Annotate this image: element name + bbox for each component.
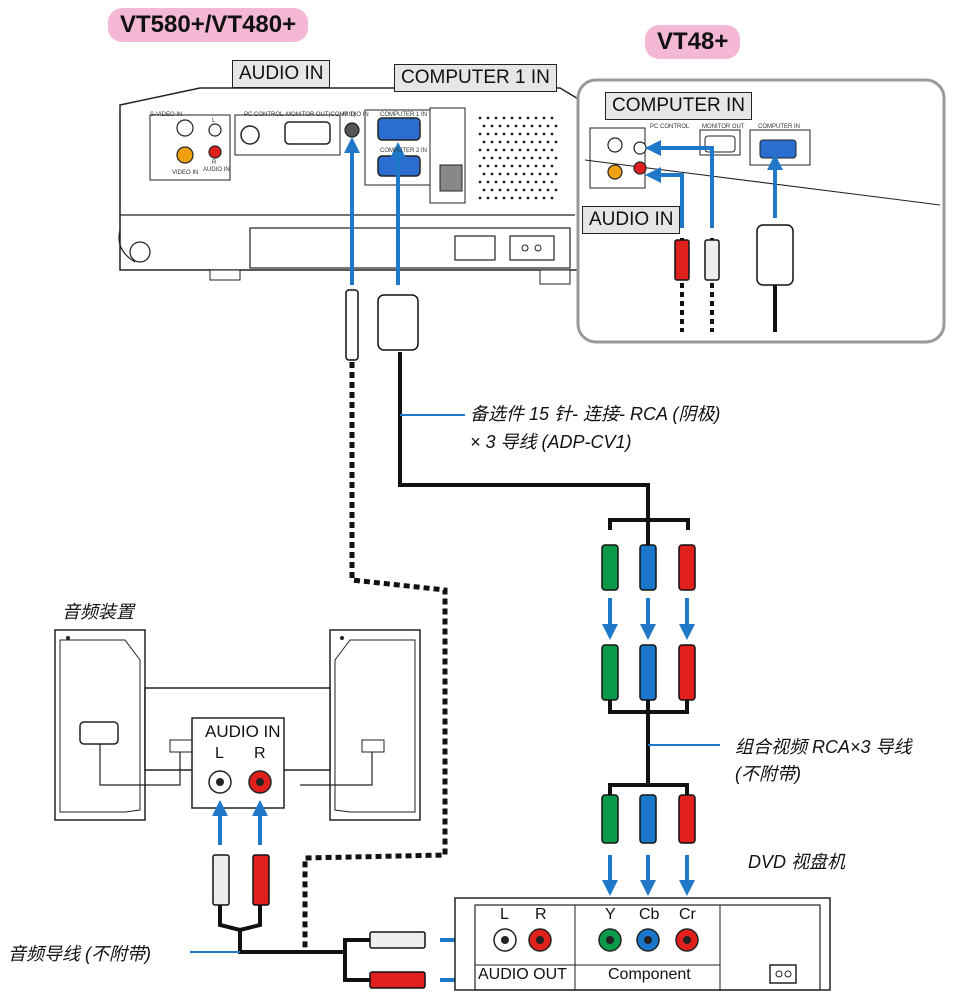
audio-cable-label: 音频导线 (不附带) [8, 944, 151, 964]
audio-device-r: R [254, 745, 266, 762]
audio-in-jack [344, 122, 360, 138]
audio-device-title: 音频装置 [62, 602, 134, 622]
dvd-l: L [500, 906, 509, 923]
adapter-cable-label-2: × 3 导线 (ADP-CV1) [470, 432, 632, 452]
dvd-title: DVD 视盘机 [748, 852, 846, 872]
panel-audio: AUDIO IN [203, 167, 230, 173]
panel-l: L [212, 118, 216, 124]
panel-video-in: VIDEO IN [172, 170, 199, 176]
inset-vt48 [576, 78, 946, 344]
computer-in-label: COMPUTER IN [605, 92, 752, 120]
projector-cables [302, 137, 690, 952]
audio-device-l: L [215, 745, 224, 762]
s-video-jack [176, 119, 194, 137]
dvd-cb: Cb [639, 906, 660, 923]
dvd-r: R [535, 906, 547, 923]
inset-monitor-out: MONITOR OUT [702, 124, 745, 130]
dvd-cr: Cr [679, 906, 696, 923]
panel-monitor-out: MONITOR OUT(COMP 1) [286, 112, 356, 118]
panel-audio-in: AUDIO IN [342, 112, 369, 118]
panel-pc-control: PC CONTROL [244, 112, 284, 118]
audio-in-inset-label: AUDIO IN [582, 206, 681, 234]
audio-device-panel-label: AUDIO IN [205, 722, 281, 741]
monitor-out-port [284, 121, 331, 145]
audio-in-label: AUDIO IN [232, 60, 331, 88]
alt-model-title: VT48+ [645, 25, 741, 59]
panel-s-video: S-VIDEO IN [150, 112, 183, 118]
panel-computer2: COMPUTER 2 IN [380, 148, 428, 154]
video-in-jack [176, 146, 194, 164]
main-models-title: VT580+/VT480+ [108, 8, 309, 42]
computer1-in-label: COMPUTER 1 IN [394, 64, 557, 92]
panel-r: R [212, 160, 217, 166]
dvd-y: Y [605, 906, 616, 923]
component-cable [601, 544, 720, 896]
component-cable-label-2: (不附带) [735, 764, 801, 784]
inset-pc-control: PC CONTROL [650, 124, 690, 130]
inset-computer-in: COMPUTER IN [758, 124, 800, 130]
dvd-player [454, 897, 831, 991]
dvd-audio-out: AUDIO OUT [478, 966, 567, 983]
adapter-cable-label-1: 备选件 15 针- 连接- RCA (阴极) [470, 404, 721, 424]
computer1-in-port [377, 117, 421, 141]
pc-control-port [240, 125, 260, 145]
audio-device [54, 629, 548, 989]
dvd-component: Component [608, 966, 691, 983]
panel-computer1: COMPUTER 1 IN [380, 112, 428, 118]
component-cable-label-1: 组合视频 RCA×3 导线 [735, 737, 912, 757]
